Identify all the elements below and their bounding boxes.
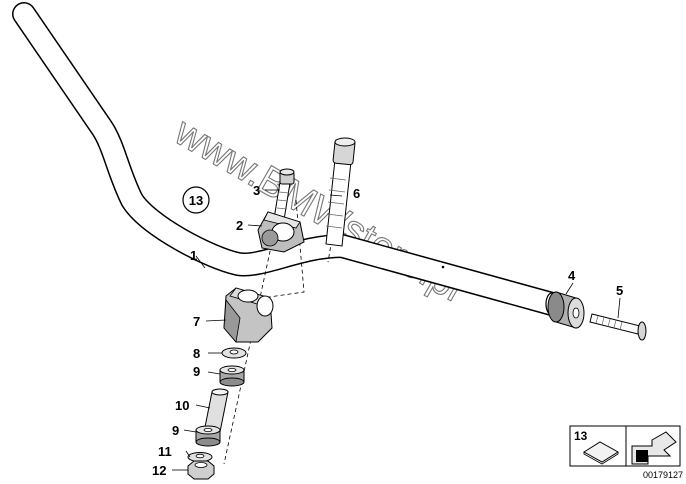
adhesive-pad-icon — [583, 441, 619, 465]
callout-1: 1 — [190, 248, 197, 263]
callout-4: 4 — [568, 268, 576, 283]
nut-part-12[interactable] — [187, 460, 215, 480]
kit-box: 13 00179127 — [569, 425, 683, 480]
diagram-part-number: 00179127 — [643, 470, 683, 480]
circled-callout-13: 13 — [182, 186, 210, 214]
bushing-part-9-lower[interactable] — [195, 425, 221, 447]
washer-part-11[interactable] — [187, 452, 213, 462]
callout-10: 10 — [175, 398, 189, 413]
handlebar-tube[interactable] — [12, 2, 564, 316]
callout-9-lower: 9 — [172, 423, 179, 438]
callout-2: 2 — [236, 218, 243, 233]
callout-7: 7 — [193, 314, 200, 329]
callout-8: 8 — [193, 346, 200, 361]
callout-3: 3 — [253, 183, 260, 198]
kit-box-label: 13 — [574, 429, 588, 443]
svg-text:13: 13 — [189, 193, 203, 208]
callout-11: 11 — [158, 444, 172, 459]
leader-lines — [172, 189, 621, 471]
long-bolt-part-6[interactable] — [325, 137, 356, 247]
short-bolt-part-3[interactable] — [273, 168, 295, 221]
washer-part-8[interactable] — [221, 347, 247, 359]
callout-6: 6 — [353, 186, 360, 201]
callout-5: 5 — [616, 283, 623, 298]
callout-12: 12 — [152, 463, 166, 478]
upper-clamp-part-2[interactable] — [257, 211, 305, 253]
callout-9-upper: 9 — [193, 364, 200, 379]
riser-clamp-part-7[interactable] — [223, 287, 274, 343]
arrow-pointer-icon — [631, 431, 677, 465]
bushing-part-9-upper[interactable] — [219, 365, 245, 387]
bar-end-bolt-part-5[interactable] — [589, 313, 647, 341]
bar-end-weight-part-4[interactable] — [547, 291, 585, 329]
